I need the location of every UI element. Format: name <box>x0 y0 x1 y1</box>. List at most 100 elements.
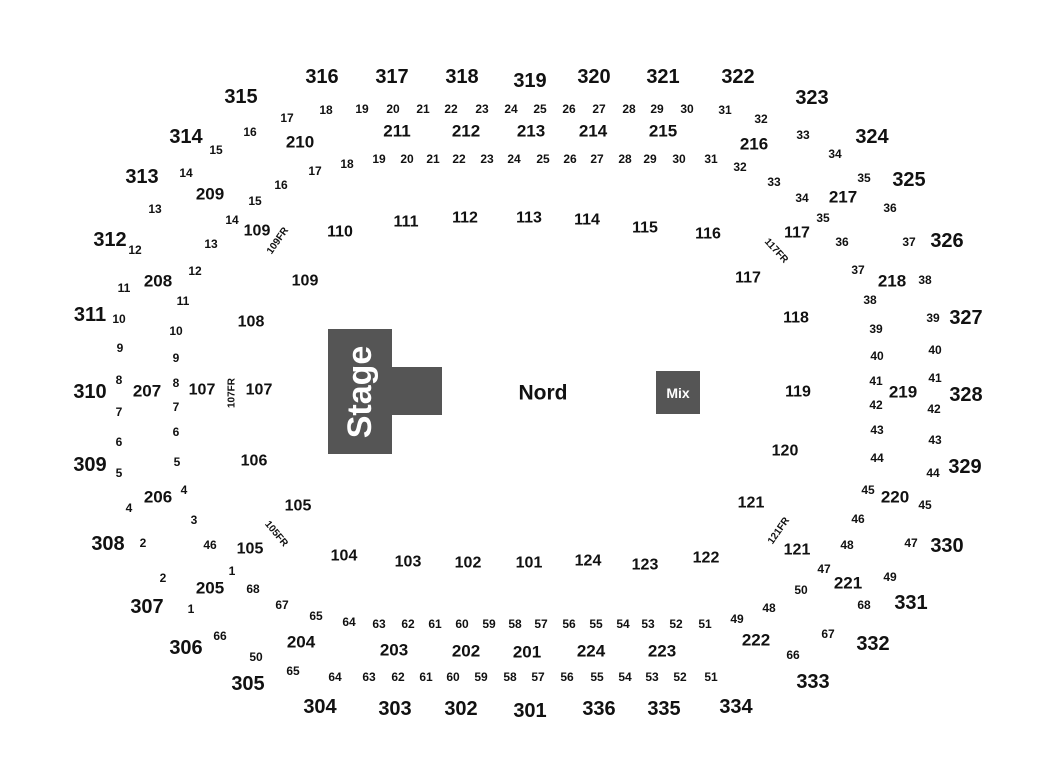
row-label[interactable]: 40 <box>928 343 942 357</box>
section-300-label[interactable]: 320 <box>577 66 610 88</box>
row-label[interactable]: 52 <box>669 617 683 631</box>
row-label[interactable]: 18 <box>340 157 354 171</box>
row-label[interactable]: 66 <box>213 629 227 643</box>
row-label[interactable]: 64 <box>342 615 356 629</box>
row-label[interactable]: 1 <box>188 602 195 616</box>
section-100-label[interactable]: 104 <box>331 548 358 565</box>
row-label[interactable]: 39 <box>869 322 883 336</box>
section-200-label[interactable]: 218 <box>878 272 906 291</box>
row-label[interactable]: 14 <box>179 166 193 180</box>
section-100-label[interactable]: 103 <box>395 554 422 571</box>
row-label[interactable]: 37 <box>902 235 916 249</box>
row-label[interactable]: 4 <box>181 483 188 497</box>
section-100-label[interactable]: 123 <box>632 557 659 574</box>
row-label[interactable]: 37 <box>851 263 865 277</box>
row-label[interactable]: 28 <box>618 152 632 166</box>
section-300-label[interactable]: 306 <box>169 637 202 659</box>
section-100-label[interactable]: 107 <box>246 382 273 399</box>
row-label[interactable]: 35 <box>816 211 830 225</box>
row-label[interactable]: 19 <box>355 102 369 116</box>
section-300-label[interactable]: 332 <box>856 633 889 655</box>
section-100-label[interactable]: 108 <box>238 314 265 331</box>
row-label[interactable]: 6 <box>173 425 180 439</box>
row-label[interactable]: 29 <box>643 152 657 166</box>
section-300-label[interactable]: 329 <box>948 456 981 478</box>
row-label[interactable]: 43 <box>928 433 942 447</box>
stage-shape[interactable] <box>328 329 442 454</box>
row-label[interactable]: 11 <box>177 294 190 308</box>
row-label[interactable]: 56 <box>562 617 576 631</box>
row-label[interactable]: 27 <box>590 152 604 166</box>
row-label[interactable]: 59 <box>474 670 488 684</box>
row-label[interactable]: 6 <box>116 435 123 449</box>
section-300-label[interactable]: 327 <box>949 307 982 329</box>
row-label[interactable]: 30 <box>680 102 694 116</box>
section-100-label[interactable]: 106 <box>241 453 268 470</box>
section-200-label[interactable]: 216 <box>740 135 768 154</box>
row-label[interactable]: 29 <box>650 102 664 116</box>
section-100-label[interactable]: 119 <box>785 384 811 401</box>
section-100-label[interactable]: 109 <box>244 223 271 240</box>
section-300-label[interactable]: 310 <box>73 381 106 403</box>
row-label[interactable]: 1 <box>229 564 236 578</box>
row-label[interactable]: 42 <box>869 398 883 412</box>
mix-group[interactable]: Mix <box>656 371 700 414</box>
row-label[interactable]: 8 <box>173 376 180 390</box>
section-300-label[interactable]: 308 <box>91 533 124 555</box>
row-label[interactable]: 57 <box>531 670 545 684</box>
row-label[interactable]: 47 <box>817 562 831 576</box>
row-label[interactable]: 45 <box>861 483 875 497</box>
row-label[interactable]: 67 <box>275 598 289 612</box>
row-label[interactable]: 33 <box>796 128 810 142</box>
section-200-label[interactable]: 210 <box>286 133 314 152</box>
row-label[interactable]: 43 <box>870 423 884 437</box>
section-100-label[interactable]: 121 <box>738 495 765 512</box>
section-300-label[interactable]: 313 <box>125 166 158 188</box>
row-label[interactable]: 2 <box>160 571 167 585</box>
section-300-label[interactable]: 326 <box>930 230 963 252</box>
row-label[interactable]: 22 <box>452 152 466 166</box>
row-label[interactable]: 9 <box>117 341 124 355</box>
row-label[interactable]: 67 <box>821 627 835 641</box>
section-300-label[interactable]: 321 <box>646 66 679 88</box>
row-label[interactable]: 53 <box>645 670 659 684</box>
section-300-label[interactable]: 324 <box>855 126 889 148</box>
section-200-label[interactable]: 207 <box>133 382 161 401</box>
row-label[interactable]: 52 <box>673 670 687 684</box>
row-label[interactable]: 27 <box>592 102 606 116</box>
section-300-label[interactable]: 307 <box>130 596 163 618</box>
section-300-label[interactable]: 333 <box>796 671 829 693</box>
row-label[interactable]: 61 <box>419 670 433 684</box>
section-300-label[interactable]: 305 <box>231 673 264 695</box>
section-300-label[interactable]: 318 <box>445 66 478 88</box>
section-200-label[interactable]: 219 <box>889 383 917 402</box>
section-100-label[interactable]: 116 <box>695 226 721 243</box>
row-label[interactable]: 22 <box>444 102 458 116</box>
row-label[interactable]: 42 <box>927 402 941 416</box>
floor-row-label[interactable]: 107FR <box>227 377 238 408</box>
row-label[interactable]: 13 <box>204 237 218 251</box>
row-label[interactable]: 63 <box>372 617 386 631</box>
row-label[interactable]: 16 <box>274 178 288 192</box>
section-300-label[interactable]: 316 <box>305 66 338 88</box>
row-label[interactable]: 58 <box>503 670 517 684</box>
row-label[interactable]: 44 <box>870 451 884 465</box>
section-100-label[interactable]: 113 <box>516 210 542 227</box>
row-label[interactable]: 23 <box>475 102 489 116</box>
section-100-label[interactable]: 117 <box>784 225 810 242</box>
section-100-label[interactable]: 122 <box>693 550 720 567</box>
row-label[interactable]: 17 <box>308 164 322 178</box>
row-label[interactable]: 57 <box>534 617 548 631</box>
row-label[interactable]: 19 <box>372 152 386 166</box>
row-label[interactable]: 41 <box>869 374 883 388</box>
row-label[interactable]: 50 <box>794 583 808 597</box>
row-label[interactable]: 34 <box>795 191 809 205</box>
row-label[interactable]: 66 <box>786 648 800 662</box>
row-label[interactable]: 34 <box>828 147 842 161</box>
row-label[interactable]: 38 <box>863 293 877 307</box>
row-label[interactable]: 41 <box>928 371 942 385</box>
section-300-label[interactable]: 311 <box>74 304 106 326</box>
row-label[interactable]: 17 <box>280 111 294 125</box>
section-300-label[interactable]: 331 <box>894 592 927 614</box>
row-label[interactable]: 32 <box>733 160 747 174</box>
